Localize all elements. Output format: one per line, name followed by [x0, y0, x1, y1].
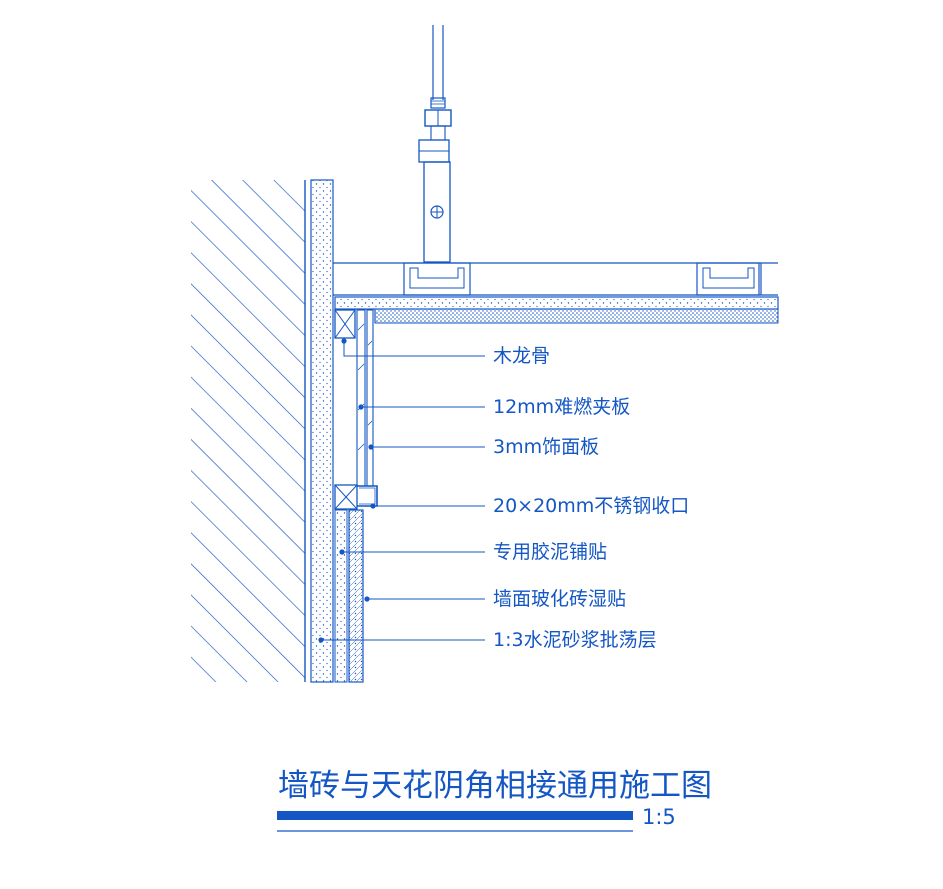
drawing-scale: 1:5 — [642, 805, 676, 829]
leader-veneer-board — [368, 444, 485, 450]
callout-cement-render: 1:3水泥砂浆批荡层 — [493, 629, 657, 651]
leader-tile-adhesive — [339, 549, 485, 555]
structural-wall — [191, 180, 306, 682]
plywood-and-veneer — [356, 309, 374, 487]
ceiling-runner — [333, 262, 778, 296]
callout-wood-joist: 木龙骨 — [493, 345, 550, 367]
leader-steel-trim — [370, 503, 485, 509]
leader-lines — [318, 338, 485, 643]
callout-wall-tile: 墙面玻化砖湿贴 — [493, 588, 626, 610]
callout-steel-trim: 20×20mm不锈钢收口 — [493, 495, 689, 517]
title-block: 墙砖与天花阴角相接通用施工图 1:5 — [277, 768, 712, 832]
hanger-assembly — [418, 25, 452, 263]
tile-layers — [334, 509, 364, 683]
drawing-title: 墙砖与天花阴角相接通用施工图 — [278, 768, 712, 804]
callout-veneer-board: 3mm饰面板 — [493, 436, 599, 458]
leader-wall-tile — [364, 596, 485, 602]
wood-joist-blocks — [334, 309, 358, 510]
keel-clip-right — [696, 262, 760, 296]
callout-labels: 木龙骨 12mm难燃夹板 3mm饰面板 20×20mm不锈钢收口 专用胶泥铺贴 … — [493, 345, 689, 651]
leader-wood-joist — [341, 338, 485, 357]
leader-fire-plywood — [358, 404, 485, 410]
threaded-rod — [424, 97, 452, 141]
stainless-trim — [357, 485, 378, 507]
leader-cement-render — [318, 637, 485, 643]
keel-clip-left — [403, 262, 471, 296]
title-underline-thick — [277, 811, 633, 820]
cement-render-layer — [310, 179, 334, 683]
ceiling-board — [334, 296, 779, 324]
callout-fire-plywood: 12mm难燃夹板 — [493, 396, 630, 418]
callout-tile-adhesive: 专用胶泥铺贴 — [493, 541, 607, 563]
